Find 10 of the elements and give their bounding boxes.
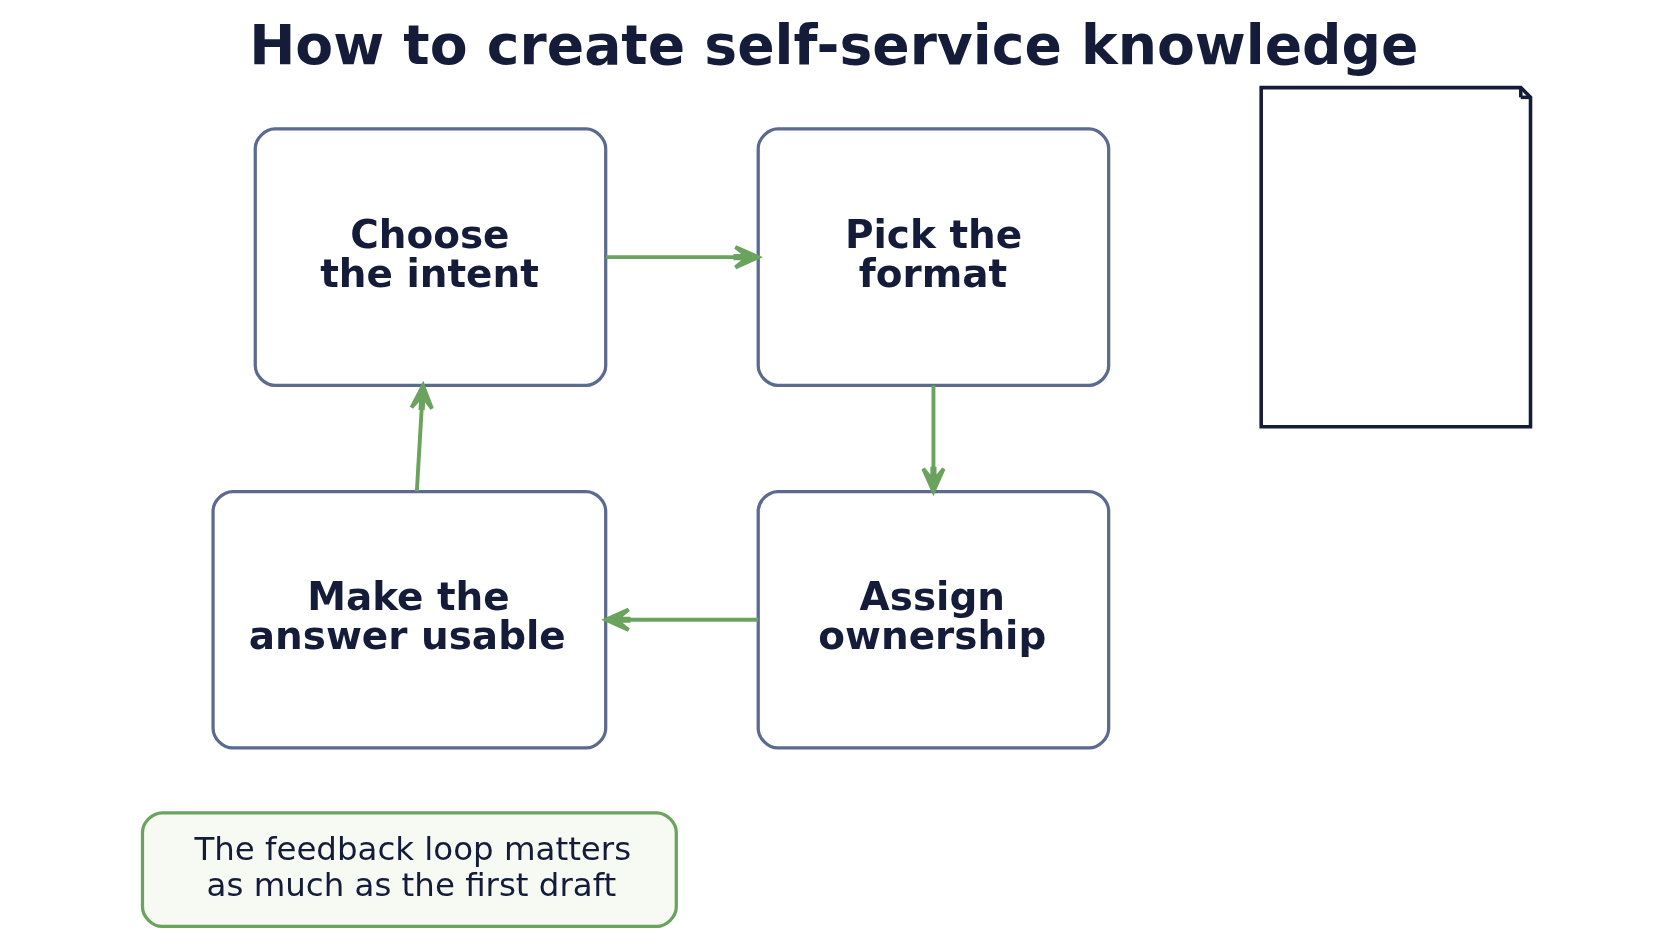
node-box: Choose the intent — [253, 127, 607, 387]
diagram-title: How to create self-service knowledge — [248, 12, 1418, 77]
node-box: The feedback loop matters as much as the first draft — [140, 811, 678, 929]
node-box: Pick the format — [756, 127, 1110, 387]
arrow — [920, 385, 946, 494]
arrow — [605, 244, 760, 270]
arrow — [409, 383, 434, 492]
node-box: Assign ownership — [756, 489, 1110, 750]
arrow — [603, 607, 758, 632]
node-box: Make the answer usable — [210, 489, 607, 750]
